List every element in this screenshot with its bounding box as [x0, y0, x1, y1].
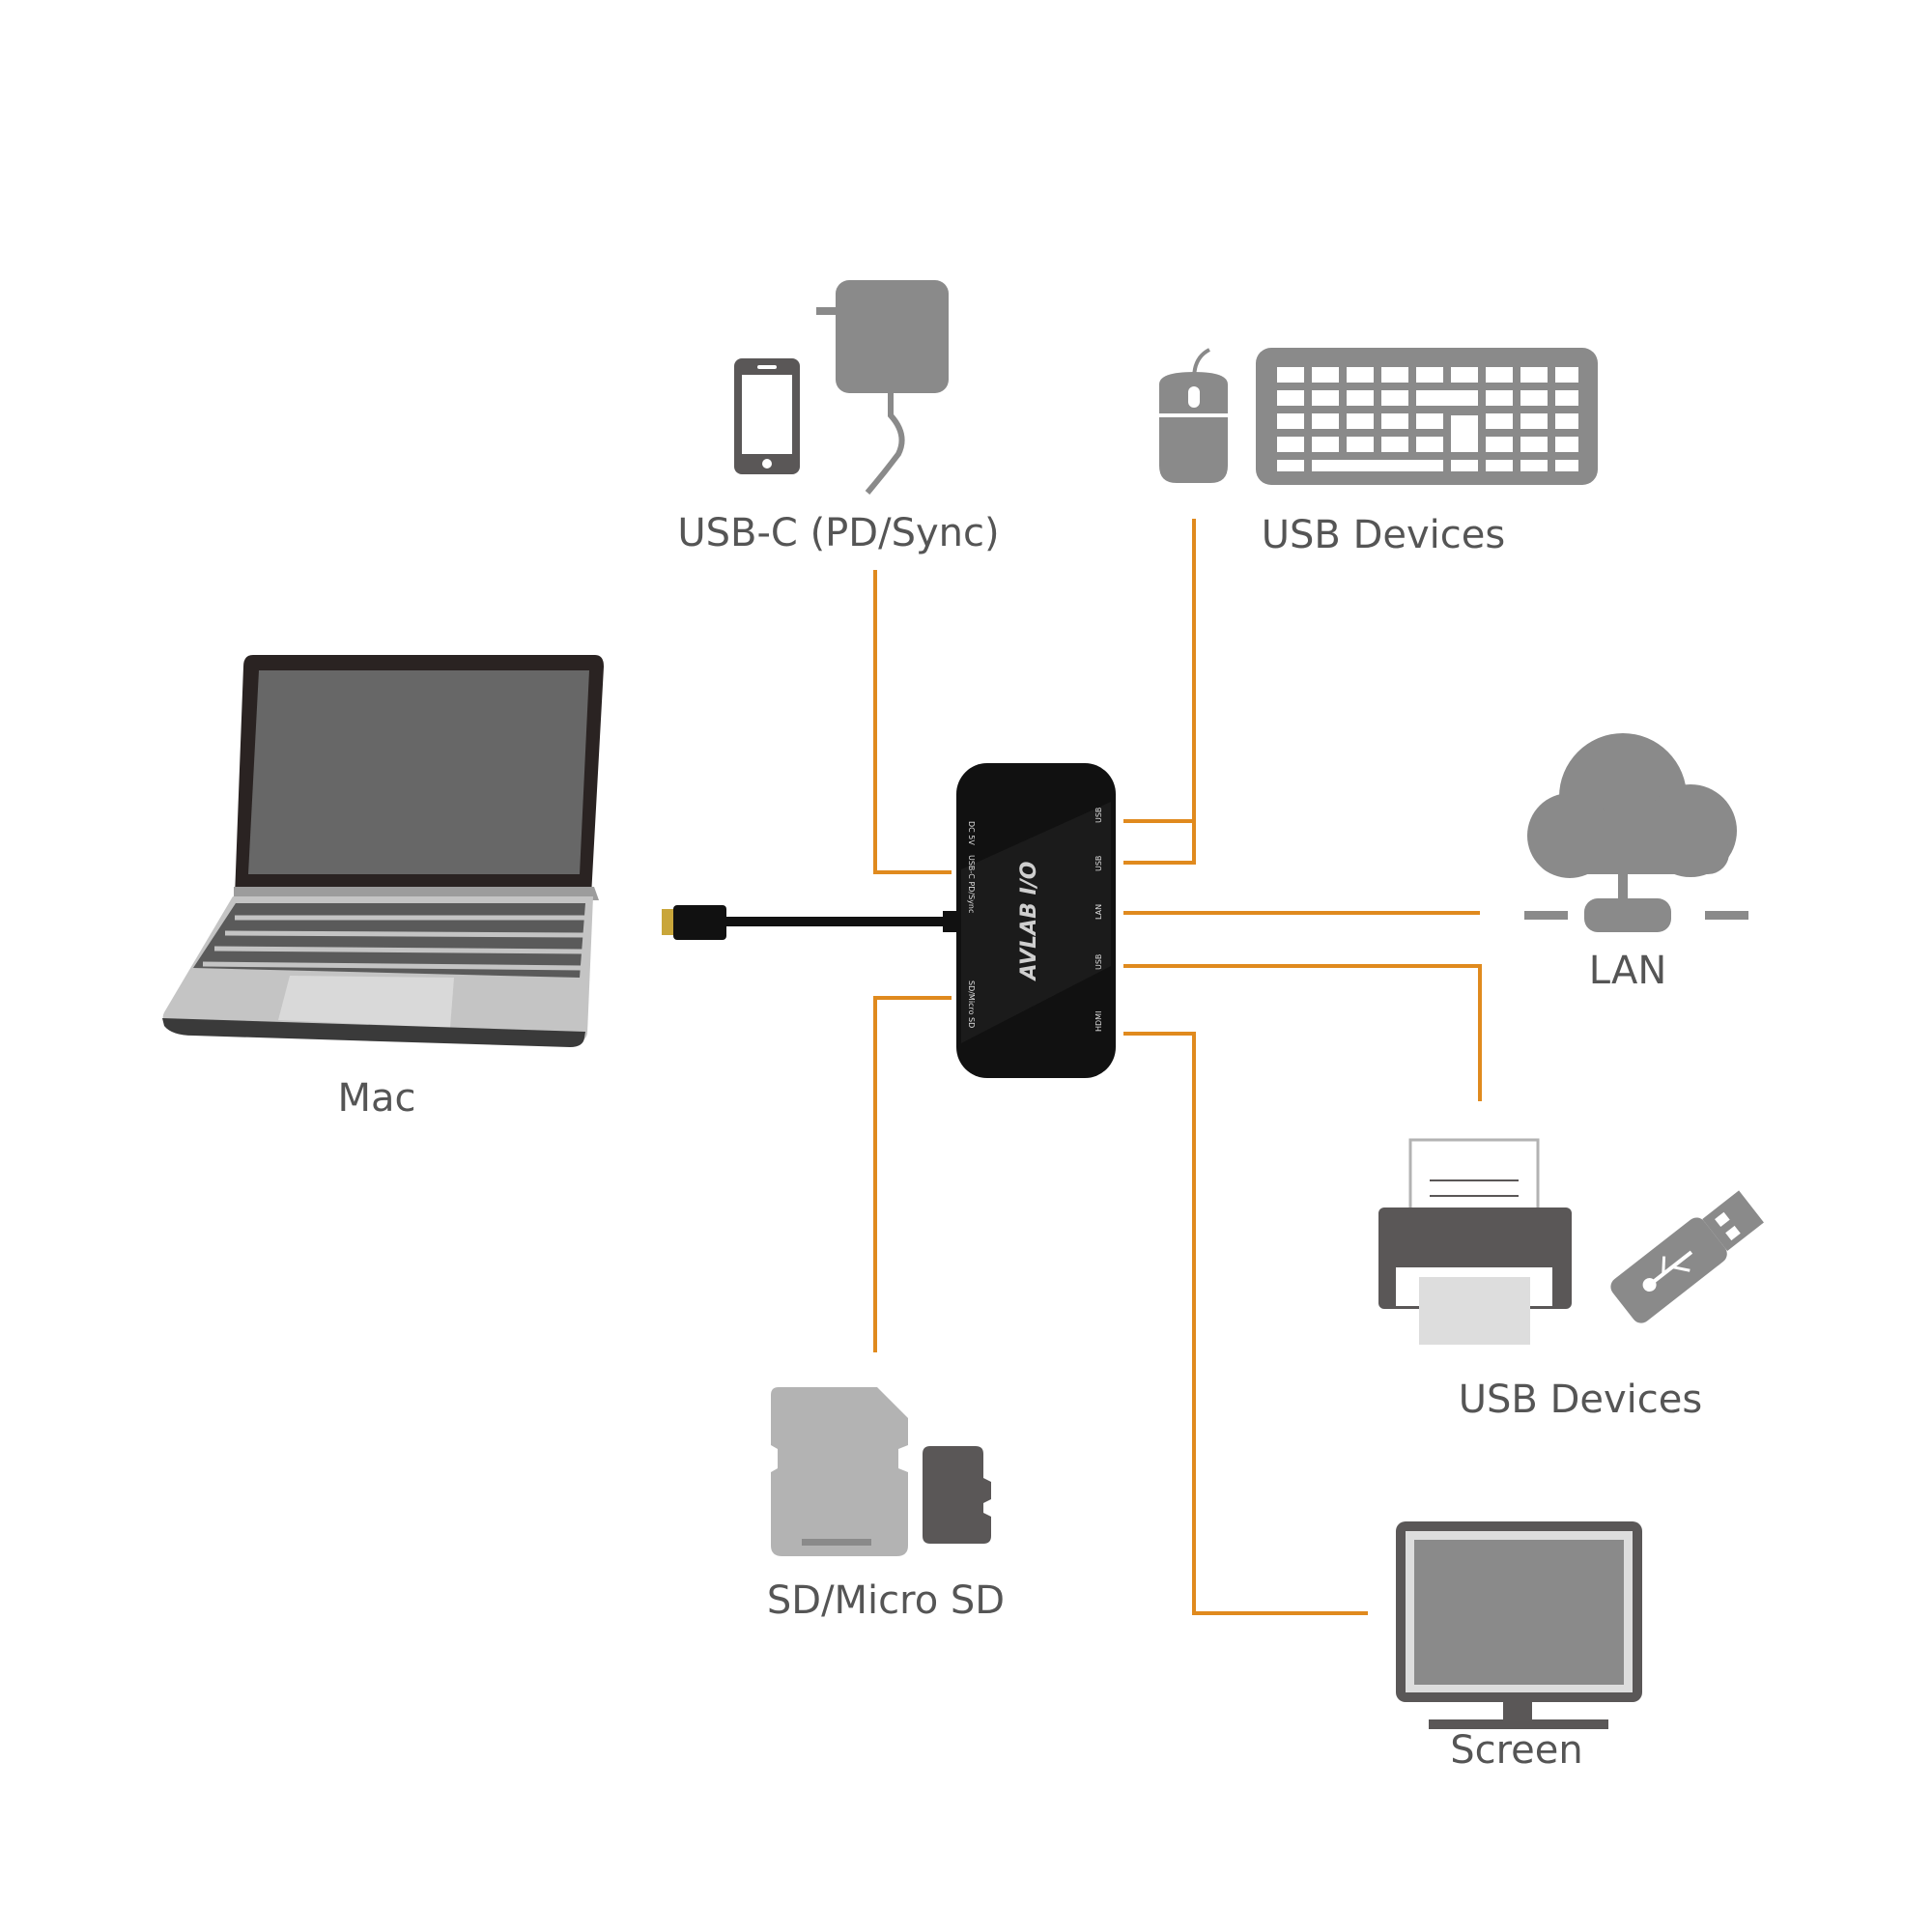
wire-hdmi	[1123, 1032, 1368, 1615]
wire-usb-c	[873, 570, 952, 874]
label-sd: SD/Micro SD	[767, 1578, 1005, 1623]
port-label-sd: SD/Micro SD	[967, 980, 976, 1028]
mouse-icon	[1159, 348, 1228, 483]
monitor-icon	[1396, 1521, 1642, 1729]
port-label-usb-3: USB	[1094, 954, 1103, 970]
cloud-network-icon	[1524, 733, 1748, 932]
label-usb-devices-top: USB Devices	[1262, 513, 1505, 557]
sd-card-icon	[771, 1387, 908, 1556]
port-label-lan: LAN	[1094, 904, 1103, 920]
label-screen: Screen	[1450, 1728, 1583, 1773]
usb-c-cable	[662, 905, 956, 940]
printer-icon	[1378, 1138, 1572, 1345]
laptop-icon	[162, 655, 604, 1047]
keyboard-icon	[1256, 348, 1598, 485]
usb-flash-drive-icon	[1610, 1190, 1764, 1323]
wire-usb-top	[1123, 519, 1196, 865]
wire-usb-bottom	[1123, 964, 1482, 1101]
port-label-usb-1: USB	[1094, 808, 1103, 823]
port-label-usb-2: USB	[1094, 856, 1103, 871]
connection-wires	[873, 519, 1482, 1615]
label-usb-devices-bottom: USB Devices	[1459, 1378, 1702, 1422]
smartphone-icon	[734, 358, 800, 474]
usb-c-hub: AVLAB I/O DC 5V USB-C PD/Sync SD/Micro S…	[956, 763, 1116, 1078]
port-label-dc: DC 5V	[967, 821, 976, 845]
micro-sd-card-icon	[923, 1446, 991, 1544]
wire-sd	[873, 996, 952, 1352]
port-label-hdmi: HDMI	[1094, 1011, 1103, 1032]
label-mac: Mac	[337, 1076, 415, 1121]
power-adapter-icon	[816, 280, 949, 495]
label-usb-c: USB-C (PD/Sync)	[677, 511, 999, 555]
label-lan: LAN	[1589, 949, 1667, 993]
hub-brand: AVLAB I/O	[1017, 862, 1041, 982]
port-label-usb-c: USB-C PD/Sync	[967, 855, 976, 913]
